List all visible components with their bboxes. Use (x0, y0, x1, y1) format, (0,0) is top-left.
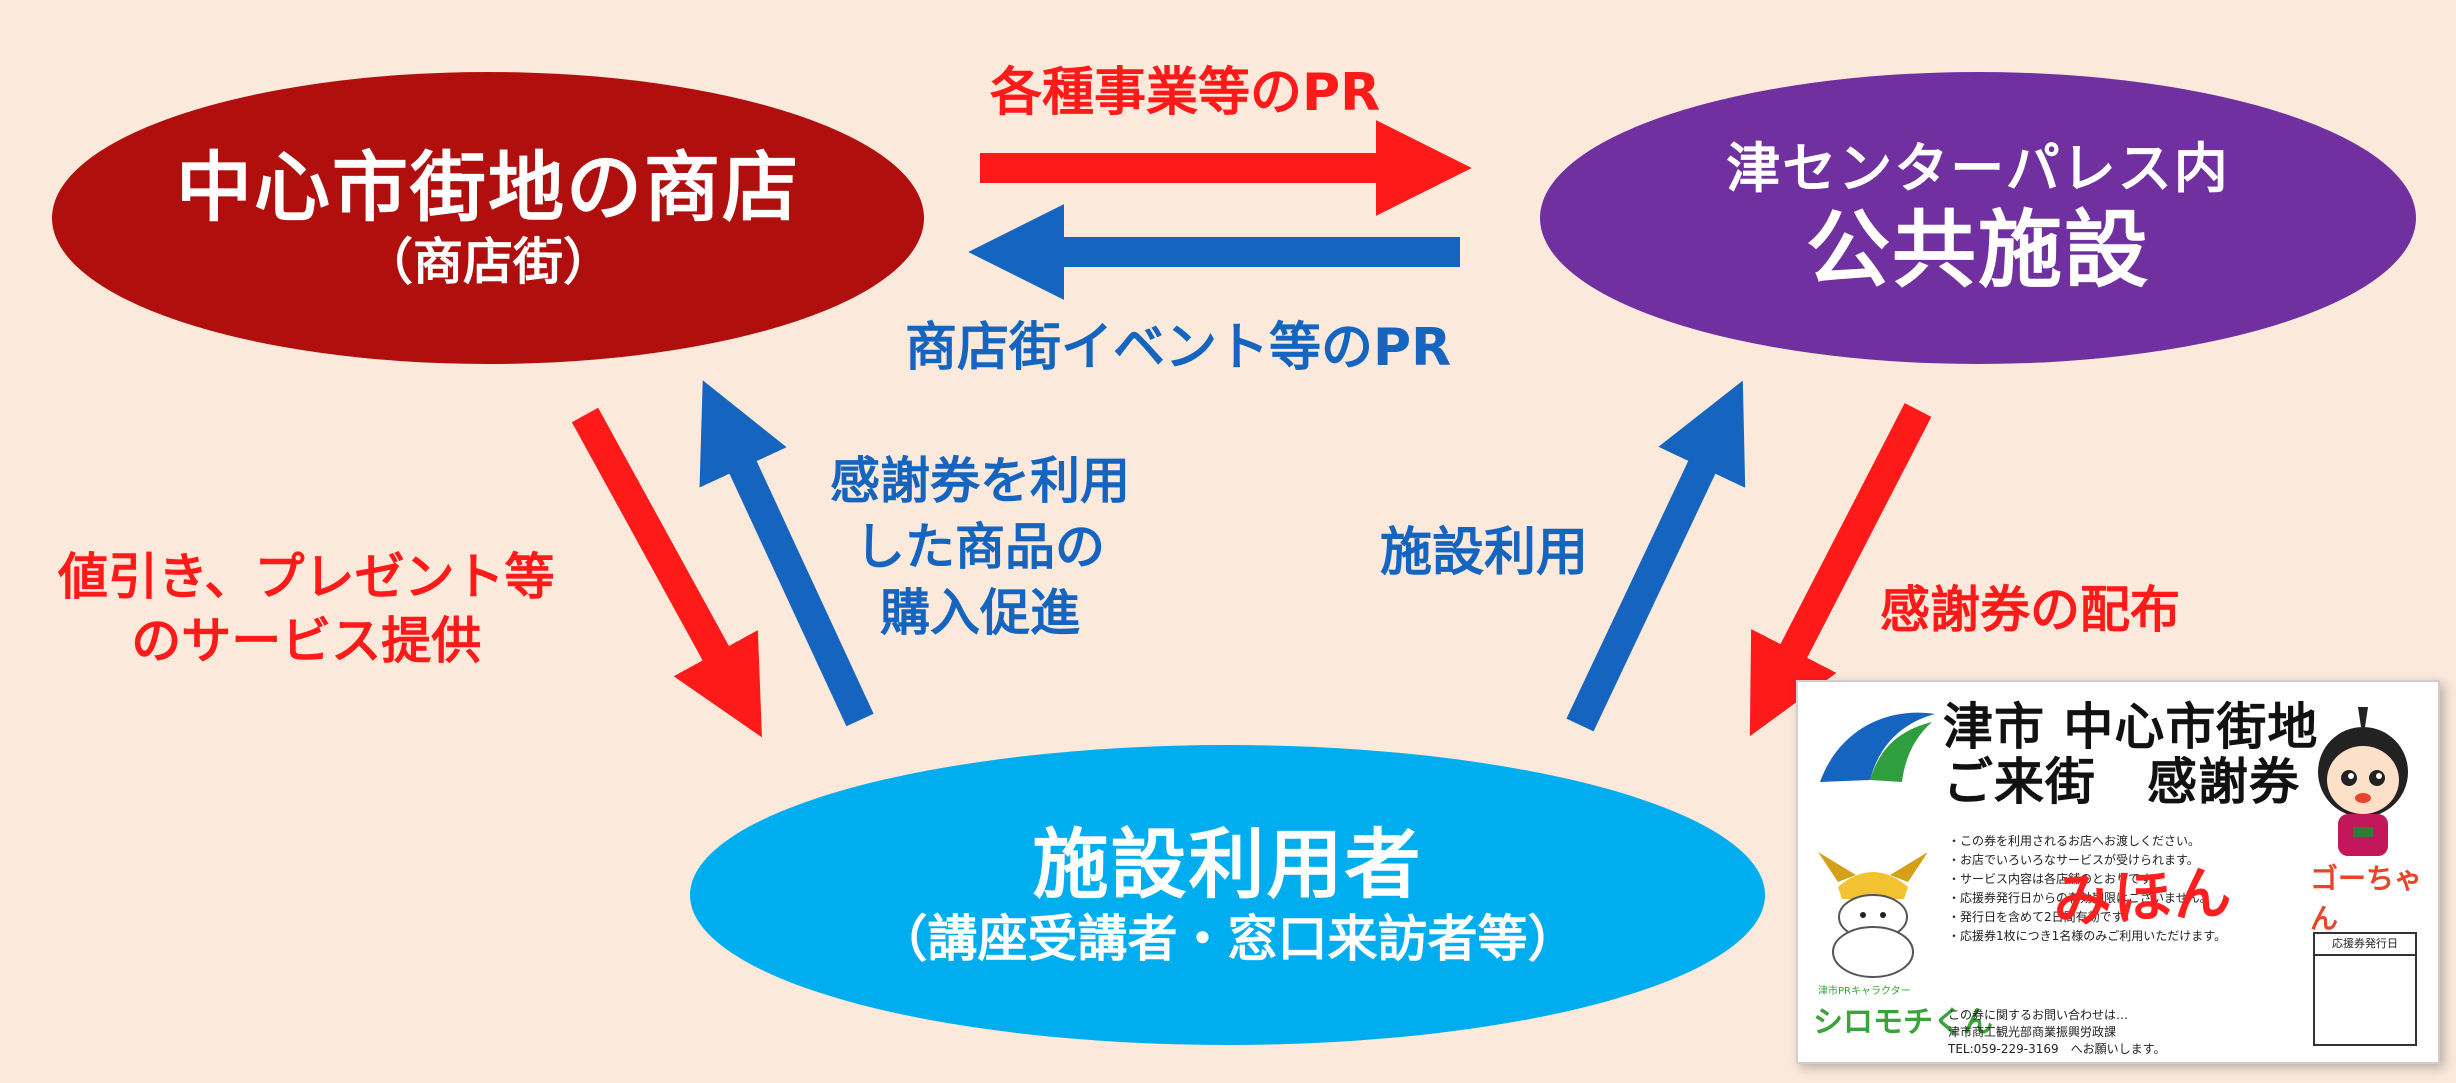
label-discount-line1: 値引き、プレゼント等 (58, 548, 555, 606)
node-users-title: 施設利用者 (1032, 820, 1423, 910)
arrow-shops-to-users (571, 407, 762, 738)
ticket-title: 津市 中心市街地 ご来街 感謝券 (1943, 700, 2318, 810)
ticket-rules: ・この券を利用されるお店へお渡しください。 ・お店でいろいろなサービスが受けられ… (1948, 832, 2226, 946)
node-shops-title: 中心市街地の商店 (176, 143, 800, 233)
node-users-subtitle: （講座受講者・窓口来訪者等） (877, 909, 1578, 968)
ticket-rule: ・この券を利用されるお店へお渡しください。 (1948, 834, 2201, 848)
arrow-facility-to-users (1749, 403, 1932, 737)
node-shops-subtitle: （商店街） (363, 232, 613, 291)
node-facility-line1: 津センターパレス内 (1726, 137, 2230, 201)
go-chan-name: ゴーちゃん (2310, 862, 2423, 935)
ticket-title-line2: ご来街 感謝券 (1943, 753, 2300, 811)
ticket-contact-line1: この券に関するお問い合わせは… (1948, 1008, 2129, 1022)
label-discount: 値引き、プレゼント等 のサービス提供 (58, 545, 555, 673)
ticket-contact-line2: 津市商工観光部商業振興労政課 (1948, 1025, 2117, 1039)
ticket-issue-date-box: 応援券発行日 (2313, 932, 2417, 1046)
ticket-contact-line3: TEL:059-229-3169 へお願いします。 (1948, 1042, 2166, 1056)
node-facility: 津センターパレス内 公共施設 (1540, 72, 2416, 364)
ticket-title-line1: 津市 中心市街地 (1943, 698, 2319, 756)
label-voucher-use: 感謝券を利用 した商品の 購入促進 (830, 448, 1130, 646)
shiromochi-caption: 津市PRキャラクター (1818, 986, 1911, 997)
arrow-users-to-shops (699, 380, 874, 727)
tsu-city-logo-icon (1820, 712, 1935, 782)
ticket-rule: ・応援券発行日からの有効期限はございません。 (1948, 891, 2212, 905)
label-pr-top: 各種事業等のPR (990, 63, 1381, 123)
ticket-rule: ・応援券1枚につき1名様のみご利用いただけます。 (1948, 929, 2227, 943)
ticket-contact: この券に関するお問い合わせは… 津市商工観光部商業振興労政課 TEL:059-2… (1948, 1007, 2165, 1058)
voucher-ticket: 津市 中心市街地 ご来街 感謝券 ゴーちゃん 津市PRキャラクター シロモチくん… (1796, 680, 2440, 1064)
shiromochi-name: シロモチくん (1813, 1005, 1993, 1040)
ticket-rule: ・お店でいろいろなサービスが受けられます。 (1948, 853, 2199, 867)
label-facility-use: 施設利用 (1380, 523, 1589, 583)
label-voucher-use-line3: 購入促進 (880, 584, 1080, 642)
ticket-issue-date-label: 応援券発行日 (2315, 934, 2415, 956)
label-voucher-use-line2: した商品の (855, 518, 1105, 576)
label-discount-line2: のサービス提供 (131, 612, 482, 670)
ticket-rule: ・サービス内容は各店舗のとおりです。 (1948, 872, 2163, 886)
arrow-users-to-facility (1566, 380, 1746, 732)
label-pr-bottom: 商店街イベント等のPR (905, 318, 1452, 378)
label-voucher-use-line1: 感謝券を利用 (830, 452, 1130, 510)
node-users: 施設利用者 （講座受講者・窓口来訪者等） (690, 745, 1765, 1045)
ticket-rule: ・発行日を含めて2日間有効です。 (1948, 910, 2135, 924)
go-chan-mascot-icon (2318, 707, 2408, 856)
node-facility-line2: 公共施設 (1805, 201, 2150, 300)
node-shops: 中心市街地の商店 （商店街） (52, 72, 924, 364)
shiromochi-mascot-icon (1818, 852, 1928, 978)
label-distribution: 感謝券の配布 (1880, 581, 2180, 639)
ticket-sample-stamp: みほん (2051, 858, 2235, 936)
